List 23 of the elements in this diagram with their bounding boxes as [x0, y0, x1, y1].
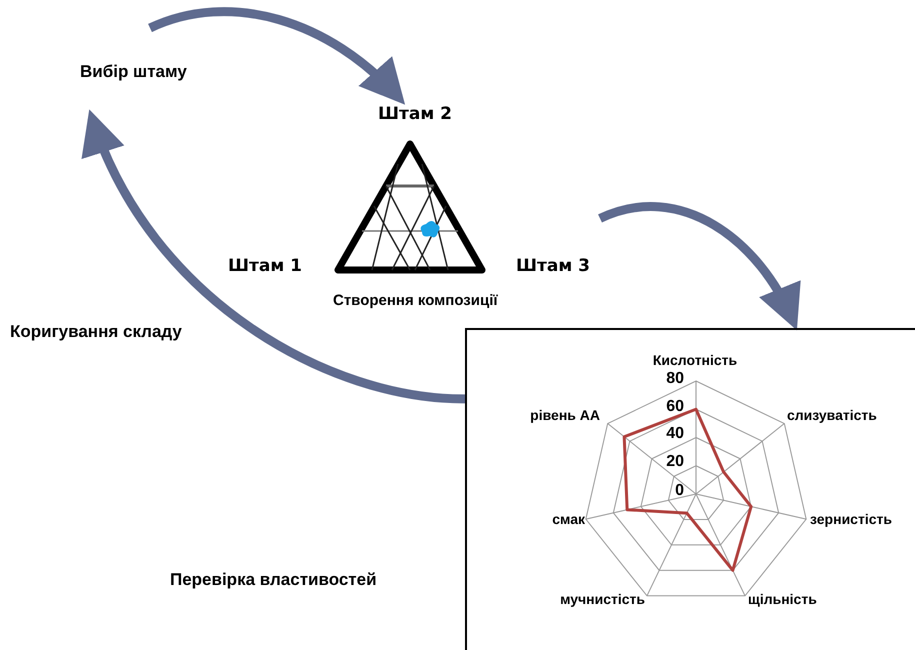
vertex-label: Штам 2: [378, 104, 452, 124]
curved-arrow: [84, 110, 466, 404]
axis-label: Кислотність: [652, 352, 738, 368]
axis-label: мучнистість: [560, 591, 645, 607]
tick-label: 40: [666, 425, 684, 443]
tick-label: 0: [675, 482, 684, 500]
step-label: Коригування складу: [10, 322, 182, 342]
vertex-label: Штам 3: [516, 256, 590, 276]
step-label: Перевірка властивостей: [170, 570, 377, 590]
curved-arrow: [598, 202, 799, 330]
vertex-label: Штам 1: [228, 256, 302, 276]
axis-label: зернистість: [810, 511, 892, 527]
axis-label: щільність: [748, 591, 817, 607]
axis-label: рівень АА: [530, 407, 600, 423]
tick-label: 20: [666, 453, 684, 471]
axis-label: слизуватість: [787, 407, 877, 423]
curved-arrow: [148, 7, 406, 104]
tick-label: 60: [666, 398, 684, 416]
node-label: Створення композиції: [333, 292, 498, 309]
tick-label: 80: [666, 370, 684, 388]
axis-label: смак: [552, 511, 585, 527]
chart-panel: [465, 328, 915, 650]
step-label: Вибір штаму: [80, 62, 187, 82]
